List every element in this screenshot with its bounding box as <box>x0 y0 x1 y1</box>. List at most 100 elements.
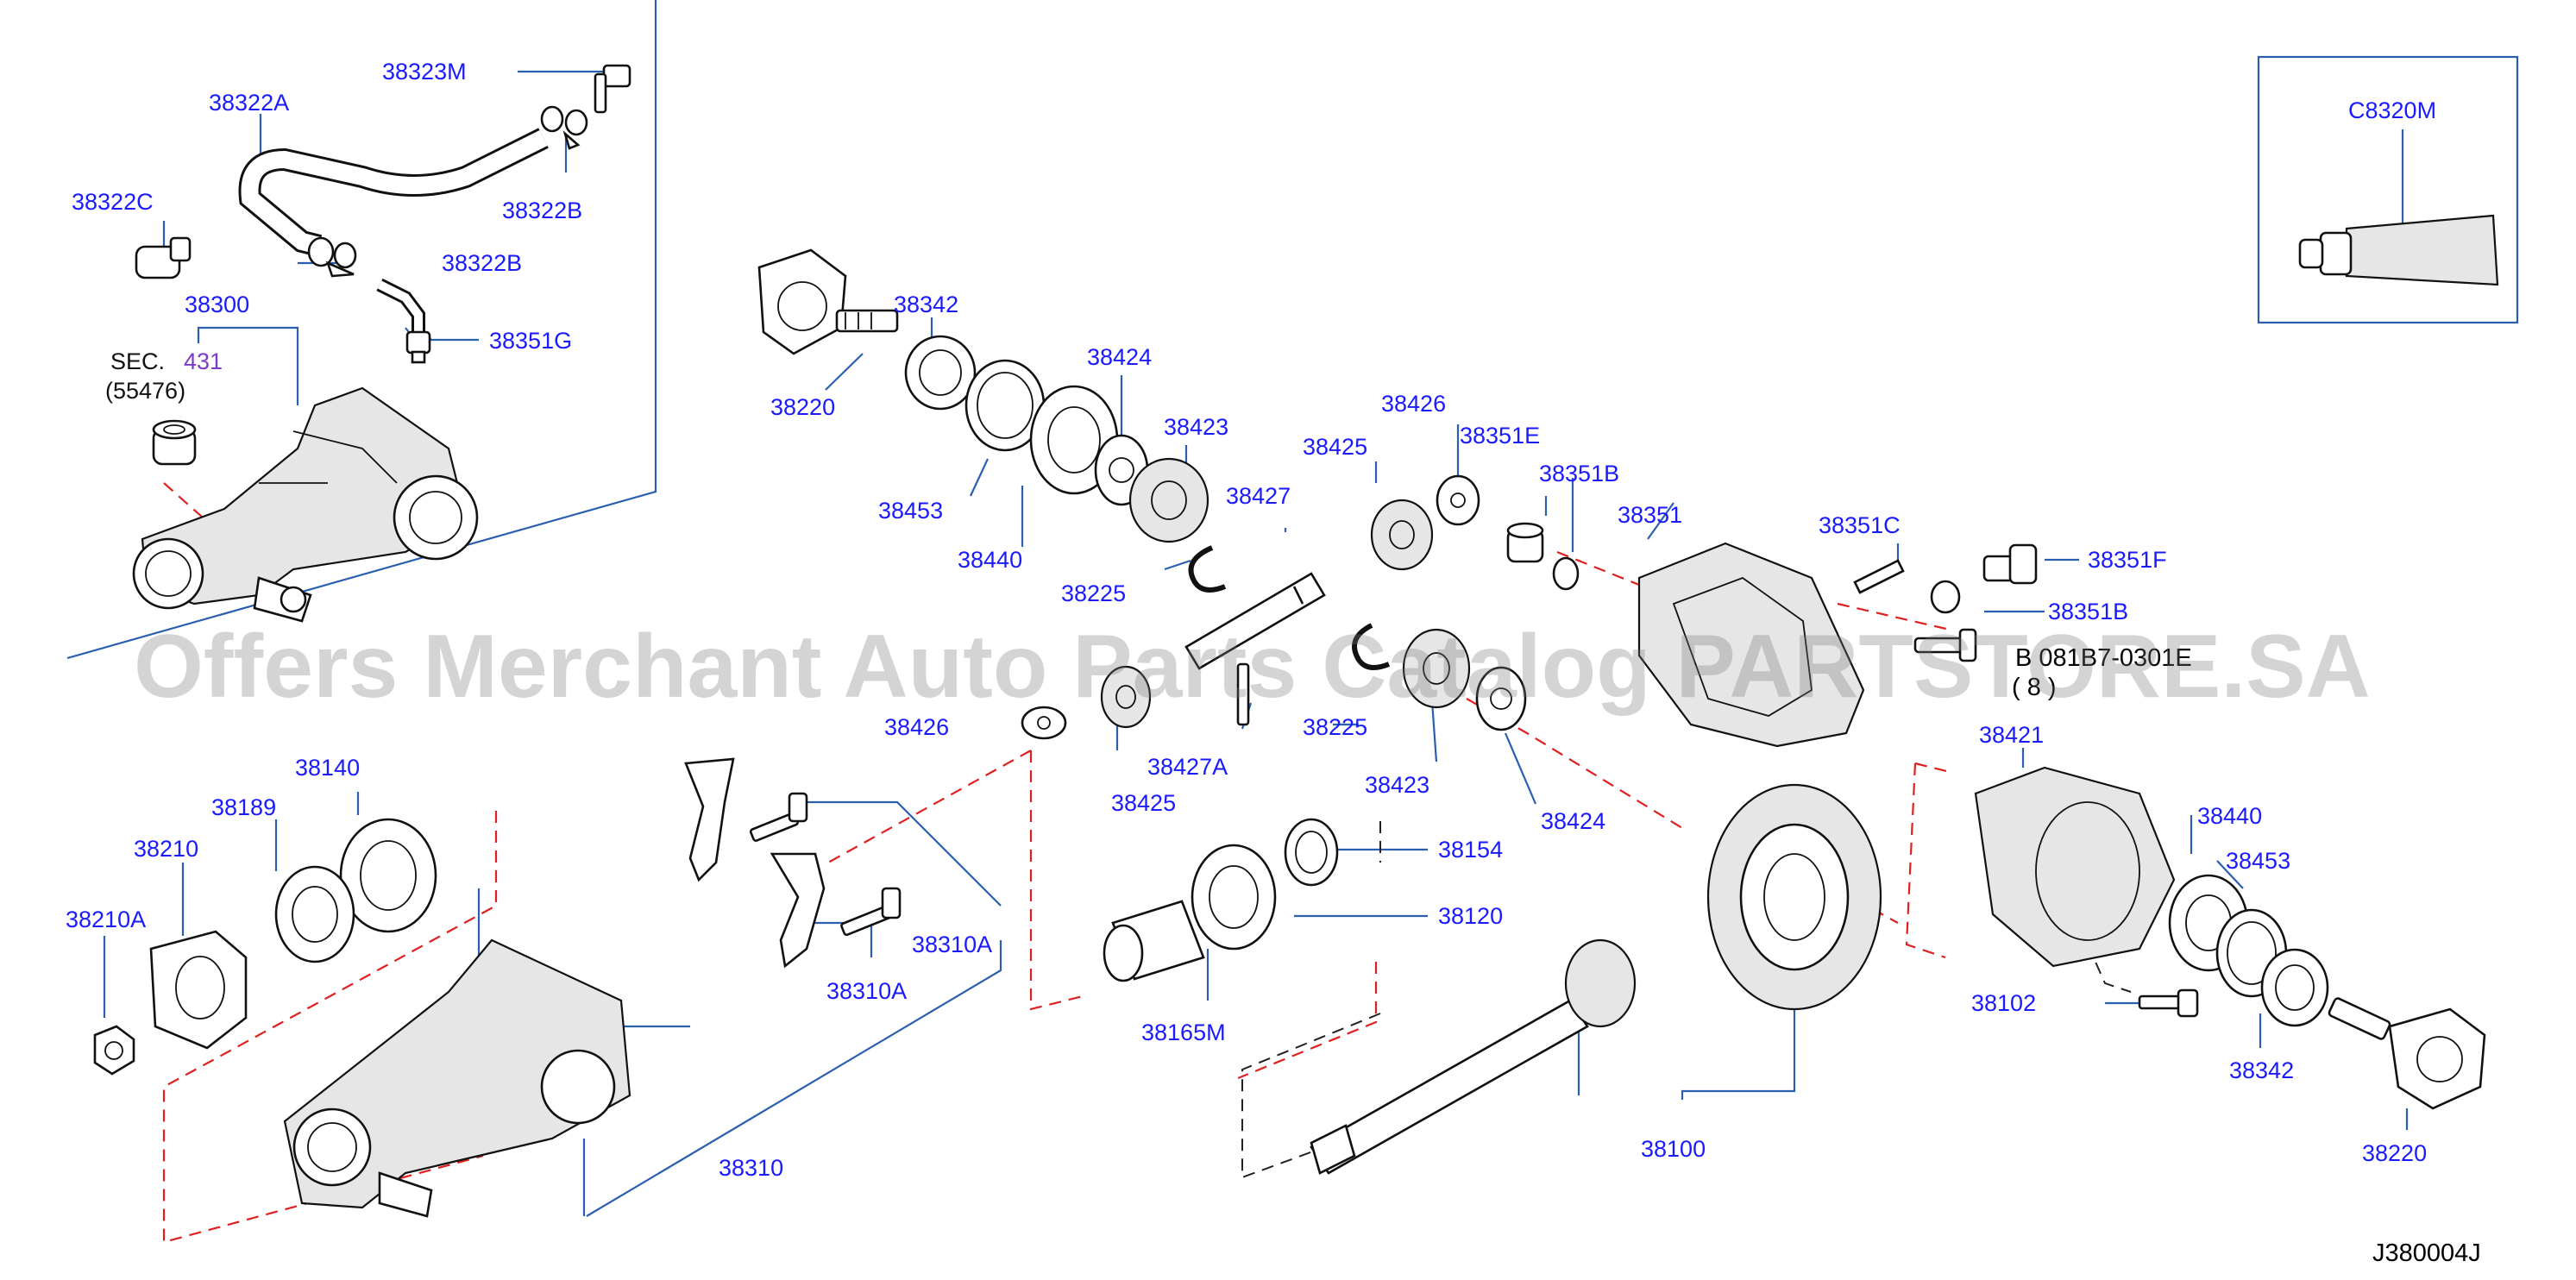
part-number-labels: 38323M 38322A 38322C 38322B 38322B 38300… <box>66 59 2481 1267</box>
sealant-tube-c8320m-icon <box>2298 214 2499 286</box>
snap-ring-38225-upper-icon <box>1188 545 1227 593</box>
part-label-38351f[interactable]: 38351F <box>2088 547 2167 573</box>
section-subnumber: (55476) <box>105 378 185 404</box>
part-label-38140[interactable]: 38140 <box>295 755 360 781</box>
part-label-38351[interactable]: 38351 <box>1618 502 1682 528</box>
part-label-38423-upper[interactable]: 38423 <box>1164 414 1228 440</box>
clamp-38322c-icon <box>135 236 192 279</box>
part-label-38300[interactable]: 38300 <box>185 292 249 317</box>
bushing-55476-icon <box>152 419 197 466</box>
part-label-38351g[interactable]: 38351G <box>489 328 572 354</box>
gasket-38351b-lower-icon <box>1930 580 1961 614</box>
bracket-38310-upper-icon <box>684 757 735 882</box>
part-label-38210[interactable]: 38210 <box>134 836 198 862</box>
part-label-38424-lower[interactable]: 38424 <box>1541 808 1605 834</box>
part-label-38154[interactable]: 38154 <box>1438 837 1503 863</box>
part-label-38440-upper[interactable]: 38440 <box>958 547 1022 573</box>
thrust-washer-38426-lower-icon <box>1021 706 1067 740</box>
part-label-38322b-lower[interactable]: 38322B <box>442 250 522 276</box>
thrust-washer-38426-upper-icon <box>1436 474 1480 526</box>
part-label-38225-upper[interactable]: 38225 <box>1061 580 1126 606</box>
assembly-dashed-lines-black <box>1241 821 2132 1179</box>
side-gear-38423-lower-icon <box>1402 628 1471 709</box>
gasket-38351b-upper-icon <box>1552 556 1580 591</box>
drain-plug-38351f-icon <box>1982 543 2038 585</box>
part-label-38225-lower[interactable]: 38225 <box>1303 714 1367 740</box>
part-label-38423-lower[interactable]: 38423 <box>1365 772 1429 798</box>
part-label-38120[interactable]: 38120 <box>1438 903 1503 929</box>
oil-seal-38154-icon <box>1284 818 1339 887</box>
bolt-38310a-upper-icon <box>749 792 808 842</box>
part-label-38421[interactable]: 38421 <box>1979 722 2044 748</box>
part-label-38310[interactable]: 38310 <box>719 1155 783 1181</box>
snap-ring-38225-lower-icon <box>1352 623 1391 670</box>
part-label-38453-lower[interactable]: 38453 <box>2226 848 2290 874</box>
bolt-38323m-icon <box>594 64 631 114</box>
part-label-38453-upper[interactable]: 38453 <box>878 498 943 524</box>
ring-gear-38100-icon <box>1706 783 1882 1011</box>
bearing-38140-icon <box>339 818 437 933</box>
part-label-38427a[interactable]: 38427A <box>1147 754 1228 780</box>
oil-seal-38189-icon <box>274 865 355 963</box>
companion-flange-38220-lower-icon <box>2328 997 2486 1110</box>
part-label-38342-upper[interactable]: 38342 <box>894 292 958 317</box>
part-label-38424-upper[interactable]: 38424 <box>1087 344 1152 370</box>
watermark-text: Offers Merchant Auto Parts Catalog PARTS… <box>134 617 2371 717</box>
part-label-38210a[interactable]: 38210A <box>66 907 146 932</box>
bracket-38310-lower-icon <box>770 852 826 969</box>
breather-hose-38322a-icon <box>238 128 549 257</box>
part-label-38220-lower[interactable]: 38220 <box>2362 1140 2427 1166</box>
part-label-38351e[interactable]: 38351E <box>1460 423 1540 449</box>
section-prefix: SEC. <box>110 348 165 374</box>
part-label-38220-upper[interactable]: 38220 <box>770 394 835 420</box>
part-label-38310a-upper[interactable]: 38310A <box>912 932 992 957</box>
part-label-38426-lower[interactable]: 38426 <box>884 714 949 740</box>
differential-assembly-38300-icon <box>132 386 479 623</box>
stud-38351c-icon <box>1853 559 1905 594</box>
part-label-38440-lower[interactable]: 38440 <box>2197 803 2262 829</box>
part-label-38351b-upper[interactable]: 38351B <box>1539 461 1619 486</box>
part-label-38427[interactable]: 38427 <box>1226 483 1291 509</box>
part-label-38165m[interactable]: 38165M <box>1141 1020 1226 1045</box>
part-label-38351c[interactable]: 38351C <box>1819 512 1901 538</box>
diagram-reference-code: J380004J <box>2372 1239 2481 1267</box>
bolt-38102-icon <box>2138 988 2199 1018</box>
rear-cover-38351-icon <box>1637 542 1865 748</box>
breather-38351g-icon <box>376 278 431 364</box>
part-label-c8320m[interactable]: C8320M <box>2348 97 2436 123</box>
part-label-38322a[interactable]: 38322A <box>209 90 289 116</box>
differential-case-38421-icon <box>1974 766 2176 968</box>
nut-38210a-icon <box>93 1025 135 1076</box>
part-label-38102[interactable]: 38102 <box>1971 990 2036 1016</box>
part-label-38425-upper[interactable]: 38425 <box>1303 434 1367 460</box>
bolt-reference-quantity: ( 8 ) <box>2012 674 2057 701</box>
side-gear-38423-upper-icon <box>1128 457 1209 543</box>
part-label-38342-lower[interactable]: 38342 <box>2229 1057 2294 1083</box>
bearing-38342-upper-icon <box>904 335 977 411</box>
part-label-38189[interactable]: 38189 <box>211 794 276 820</box>
drive-pinion-38100-icon <box>1310 938 1637 1175</box>
bolt-081b7-icon <box>1913 628 1977 662</box>
pinion-gear-38425-upper-icon <box>1370 499 1434 571</box>
part-label-38322c[interactable]: 38322C <box>72 189 154 215</box>
companion-flange-38220-icon <box>757 248 899 355</box>
differential-carrier-38310-icon <box>283 938 631 1218</box>
lock-pin-38427a-icon <box>1236 662 1250 726</box>
part-label-38425-lower[interactable]: 38425 <box>1111 790 1176 816</box>
spacer-38453-upper-icon <box>964 359 1046 452</box>
part-label-38323m[interactable]: 38323M <box>382 59 467 85</box>
part-label-38426-upper[interactable]: 38426 <box>1381 391 1446 417</box>
part-label-38310a-lower[interactable]: 38310A <box>826 978 907 1004</box>
part-label-38322b-upper[interactable]: 38322B <box>502 198 582 223</box>
collapsible-spacer-38165m-icon <box>1103 900 1205 982</box>
part-label-38100[interactable]: 38100 <box>1641 1136 1706 1162</box>
pinion-gear-38425-lower-icon <box>1100 665 1152 729</box>
plug-38351e-icon <box>1506 522 1544 563</box>
section-link-431[interactable]: 431 <box>184 348 223 374</box>
clip-38322b-upper-icon <box>540 105 588 150</box>
bolt-38310a-lower-icon <box>840 887 902 937</box>
bearing-38120-icon <box>1191 844 1277 951</box>
part-label-38351b-lower[interactable]: 38351B <box>2048 599 2128 624</box>
bolt-reference-number: B 081B7-0301E <box>2015 644 2192 672</box>
